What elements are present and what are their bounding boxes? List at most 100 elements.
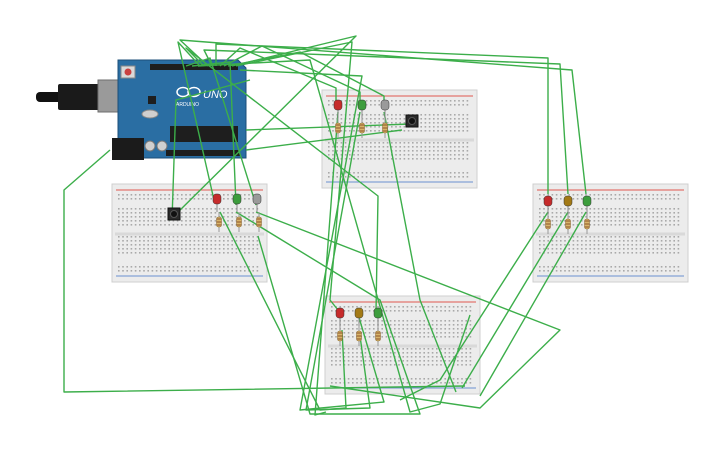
breadboard-hole[interactable] (428, 154, 431, 156)
breadboard-hole[interactable] (357, 114, 359, 116)
breadboard-hole[interactable] (431, 348, 434, 350)
breadboard-hole[interactable] (652, 240, 654, 242)
breadboard-hole[interactable] (402, 310, 404, 312)
breadboard-hole[interactable] (126, 198, 128, 200)
breadboard-hole[interactable] (214, 208, 217, 210)
breadboard-hole[interactable] (164, 248, 166, 250)
breadboard-hole[interactable] (347, 348, 350, 350)
breadboard-hole[interactable] (360, 360, 362, 362)
breadboard-hole[interactable] (332, 146, 334, 148)
breadboard-hole[interactable] (433, 146, 435, 148)
breadboard-hole[interactable] (602, 194, 604, 196)
breadboard-hole[interactable] (398, 332, 400, 334)
breadboard-hole[interactable] (412, 158, 414, 160)
breadboard-hole[interactable] (210, 194, 212, 196)
jumper-wire[interactable] (215, 43, 549, 194)
breadboard-hole[interactable] (677, 266, 680, 268)
breadboard-hole[interactable] (164, 252, 166, 254)
breadboard-hole[interactable] (593, 240, 596, 242)
breadboard-hole[interactable] (227, 212, 229, 214)
breadboard-hole[interactable] (147, 220, 149, 222)
breadboard-hole[interactable] (445, 104, 448, 106)
breadboard-hole[interactable] (189, 236, 191, 238)
breadboard-hole[interactable] (618, 236, 621, 238)
breadboard-hole[interactable] (206, 194, 208, 196)
breadboard-hole[interactable] (427, 348, 430, 350)
breadboard-hole[interactable] (581, 266, 583, 268)
breadboard-hole[interactable] (364, 332, 367, 334)
breadboard-hole[interactable] (223, 248, 225, 250)
breadboard-hole[interactable] (423, 352, 425, 354)
breadboard-hole[interactable] (389, 360, 392, 362)
breadboard-hole[interactable] (368, 324, 371, 326)
breadboard-hole[interactable] (454, 122, 456, 124)
breadboard-hole[interactable] (399, 118, 401, 120)
breadboard-hole[interactable] (448, 356, 451, 358)
breadboard-hole[interactable] (576, 220, 579, 222)
breadboard-hole[interactable] (466, 172, 469, 174)
breadboard-hole[interactable] (424, 176, 427, 178)
breadboard-hole[interactable] (560, 236, 562, 238)
breadboard-hole[interactable] (164, 216, 166, 218)
breadboard-hole[interactable] (448, 360, 451, 362)
breadboard-hole[interactable] (181, 212, 183, 214)
breadboard-hole[interactable] (353, 100, 355, 102)
breadboard-hole[interactable] (673, 240, 675, 242)
breadboard-hole[interactable] (572, 224, 575, 226)
breadboard-hole[interactable] (197, 248, 200, 250)
jumper-wire[interactable] (223, 45, 361, 104)
breadboard-hole[interactable] (356, 320, 358, 322)
breadboard-hole[interactable] (665, 266, 667, 268)
breadboard-hole[interactable] (328, 142, 330, 144)
led[interactable] (563, 195, 573, 207)
breadboard-hole[interactable] (449, 150, 452, 152)
breadboard-hole[interactable] (218, 248, 221, 250)
breadboard-hole[interactable] (449, 130, 452, 132)
breadboard-hole[interactable] (389, 320, 392, 322)
breadboard-hole[interactable] (252, 244, 254, 246)
breadboard-hole[interactable] (386, 176, 389, 178)
breadboard-hole[interactable] (406, 328, 409, 330)
breadboard-hole[interactable] (223, 236, 225, 238)
breadboard-hole[interactable] (560, 198, 562, 200)
breadboard-hole[interactable] (385, 324, 388, 326)
breadboard-hole[interactable] (151, 216, 154, 218)
breadboard-hole[interactable] (564, 224, 566, 226)
breadboard-hole[interactable] (420, 158, 422, 160)
breadboard-hole[interactable] (381, 324, 383, 326)
jumper-wire[interactable] (383, 111, 457, 393)
breadboard-hole[interactable] (441, 150, 443, 152)
breadboard-hole[interactable] (368, 378, 371, 380)
breadboard-hole[interactable] (635, 266, 638, 268)
breadboard-hole[interactable] (368, 320, 371, 322)
breadboard-hole[interactable] (244, 208, 246, 210)
breadboard-hole[interactable] (465, 328, 467, 330)
breadboard-hole[interactable] (168, 194, 170, 196)
breadboard-hole[interactable] (416, 150, 418, 152)
breadboard-hole[interactable] (440, 356, 442, 358)
breadboard-hole[interactable] (415, 306, 417, 308)
breadboard-hole[interactable] (370, 154, 372, 156)
breadboard-hole[interactable] (256, 252, 259, 254)
breadboard-hole[interactable] (381, 320, 383, 322)
breadboard-hole[interactable] (449, 176, 452, 178)
breadboard-hole[interactable] (185, 244, 187, 246)
breadboard-hole[interactable] (365, 154, 368, 156)
breadboard-hole[interactable] (436, 328, 438, 330)
jumper-wire[interactable] (461, 211, 569, 389)
breadboard-hole[interactable] (551, 208, 554, 210)
breadboard-hole[interactable] (581, 240, 583, 242)
breadboard-hole[interactable] (381, 360, 383, 362)
breadboard-hole[interactable] (164, 212, 166, 214)
breadboard-hole[interactable] (560, 244, 562, 246)
breadboard-hole[interactable] (147, 224, 149, 226)
breadboard-hole[interactable] (385, 320, 388, 322)
breadboard-hole[interactable] (420, 142, 422, 144)
jumper-wire[interactable] (185, 57, 257, 206)
breadboard-hole[interactable] (347, 336, 350, 338)
breadboard-hole[interactable] (339, 364, 341, 366)
breadboard-hole[interactable] (660, 212, 663, 214)
breadboard-hole[interactable] (457, 324, 459, 326)
breadboard-hole[interactable] (176, 198, 179, 200)
breadboard-hole[interactable] (437, 172, 439, 174)
